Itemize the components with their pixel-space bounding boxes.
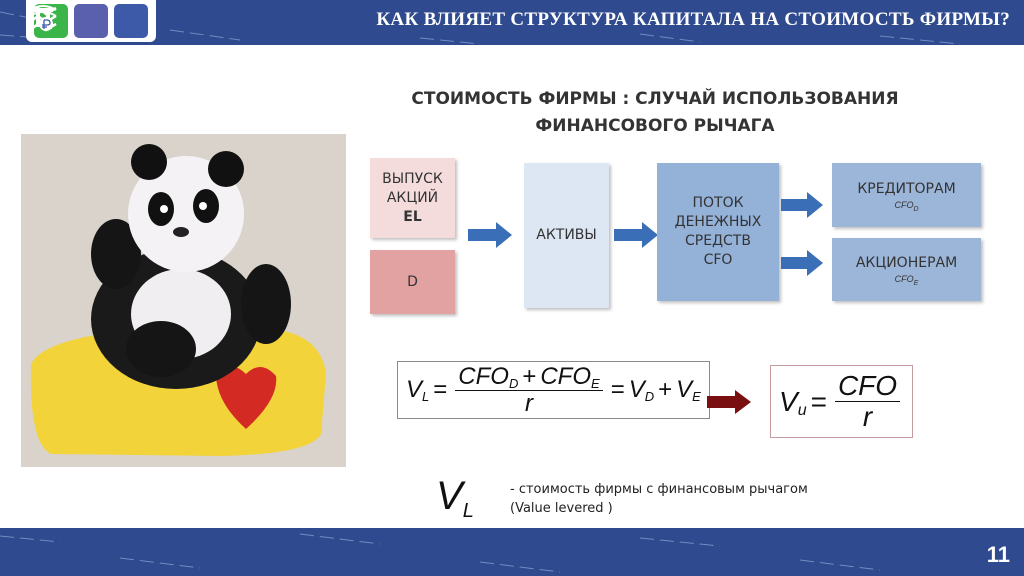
cashflow-line-2: ДЕНЕЖНЫХ xyxy=(674,214,762,230)
plus-sign: + xyxy=(522,362,537,390)
equals-sign: = xyxy=(610,376,625,403)
denominator: r xyxy=(862,401,873,432)
fraction: CFO r xyxy=(834,371,901,432)
creditors-label: КРЕДИТОРАМ xyxy=(857,180,956,197)
panda-toy-photo xyxy=(21,134,346,467)
footer-decoration xyxy=(0,533,881,573)
definition-line-2: (Value levered ) xyxy=(510,501,613,516)
slide-title: КАК ВЛИЯЕТ СТРУКТУРА КАПИТАЛА НА СТОИМОС… xyxy=(376,9,1010,30)
cashflow-box: ПОТОК ДЕНЕЖНЫХ СРЕДСТВ CFO xyxy=(657,163,779,301)
shareholders-cfo: CFOE xyxy=(894,273,919,287)
header-band: КАК ВЛИЯЕТ СТРУКТУРА КАПИТАЛА НА СТОИМОС… xyxy=(0,0,1024,45)
arrow-right-icon xyxy=(468,222,512,248)
cfo-index: E xyxy=(913,279,919,287)
creditors-cfo: CFOD xyxy=(894,199,919,213)
arrow-right-icon xyxy=(614,222,658,248)
formula-index: E xyxy=(591,375,600,391)
debt-box: D xyxy=(370,250,455,314)
equity-line-3: EL xyxy=(403,208,422,225)
arrow-right-icon xyxy=(781,192,823,218)
cfo-text: CFO xyxy=(894,274,914,284)
symbol-letter: V xyxy=(436,474,463,518)
formula-index: E xyxy=(692,389,701,404)
numerator: CFOD+CFOE xyxy=(455,362,603,391)
creditors-box: КРЕДИТОРАМ CFOD xyxy=(832,163,981,227)
equity-issue-box: ВЫПУСК АКЦИЙ EL xyxy=(370,158,455,238)
arrow-right-icon xyxy=(707,390,751,414)
plus-sign: + xyxy=(658,376,673,403)
page-number: 11 xyxy=(986,542,1010,567)
cashflow-line-3: СРЕДСТВ xyxy=(685,233,751,249)
debt-label: D xyxy=(407,273,418,290)
formula-index: L xyxy=(422,389,430,404)
wave-logo-icon xyxy=(29,4,108,38)
heading-line-1: СТОИМОСТЬ ФИРМЫ : СЛУЧАЙ ИСПОЛЬЗОВАНИЯ xyxy=(411,89,899,109)
logo xyxy=(26,0,156,42)
equity-line-2: АКЦИЙ xyxy=(386,189,439,206)
ruble-logo-icon xyxy=(29,4,148,38)
definition-line-1: - стоимость фирмы с финансовым рычагом xyxy=(510,482,808,497)
cashflow-line-4: CFO xyxy=(703,252,733,268)
arrow-right-icon xyxy=(781,250,823,276)
diagram-heading: СТОИМОСТЬ ФИРМЫ : СЛУЧАЙ ИСПОЛЬЗОВАНИЯ Ф… xyxy=(355,86,955,140)
definition-symbol: VL xyxy=(436,474,474,521)
footer-band: 11 xyxy=(0,528,1024,576)
formula-rhs-a: VD xyxy=(629,375,654,405)
formula-index: u xyxy=(797,401,807,419)
equals-sign: = xyxy=(433,376,448,403)
shareholders-label: АКЦИОНЕРАМ xyxy=(855,255,958,271)
formula-rhs-b: VE xyxy=(676,375,701,405)
fraction: CFOD+CFOE r xyxy=(455,362,603,417)
cfo-text: CFO xyxy=(894,199,914,210)
formula-term: V xyxy=(628,376,645,403)
equals-sign: = xyxy=(810,385,827,417)
formula-term: CFO xyxy=(540,362,592,390)
equity-line-1: ВЫПУСК xyxy=(382,170,443,187)
formula-index: D xyxy=(644,389,655,404)
formula-term: CFO xyxy=(458,362,509,390)
shareholders-box: АКЦИОНЕРАМ CFOE xyxy=(832,238,981,301)
formula-symbol: V xyxy=(779,385,798,417)
symbol-index: L xyxy=(462,500,474,522)
numerator: CFO xyxy=(834,371,901,402)
cfo-index: D xyxy=(913,205,919,213)
formula-lhs: VL xyxy=(406,375,429,405)
formula-index: D xyxy=(508,375,519,391)
levered-value-formula: VL = CFOD+CFOE r = VD + VE xyxy=(397,361,710,419)
cashflow-line-1: ПОТОК xyxy=(692,195,744,211)
denominator: r xyxy=(524,389,533,417)
header-decoration xyxy=(0,11,961,45)
formula-term: V xyxy=(676,376,693,403)
unlevered-value-formula: Vu = CFO r xyxy=(770,365,914,438)
formula-symbol: V xyxy=(406,376,423,403)
formula-lhs: Vu xyxy=(779,385,807,419)
heading-line-2: ФИНАНСОВОГО РЫЧАГА xyxy=(535,116,775,136)
assets-label: АКТИВЫ xyxy=(536,227,597,243)
definition-text: - стоимость фирмы с финансовым рычагом (… xyxy=(510,480,808,518)
assets-box: АКТИВЫ xyxy=(524,163,609,308)
